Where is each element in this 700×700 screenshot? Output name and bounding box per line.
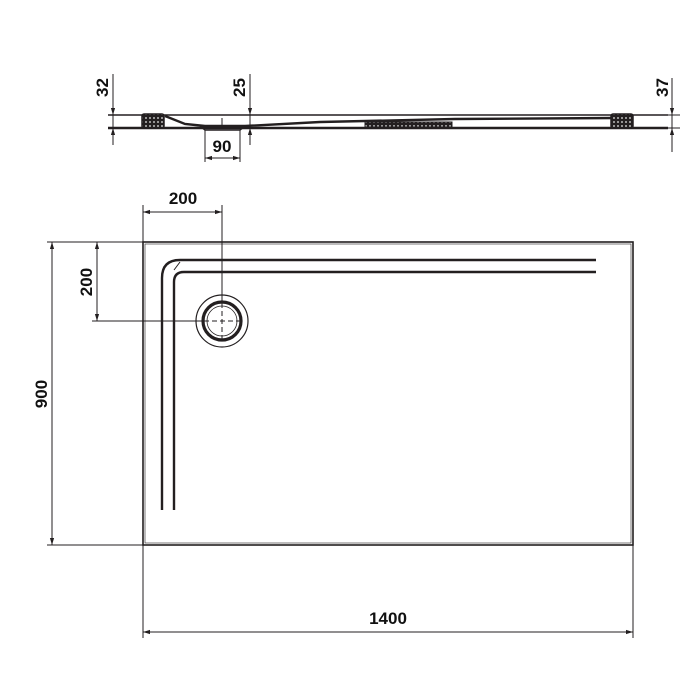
- channel-outer-line: [160, 258, 596, 510]
- tray-outline-inner: [144, 243, 632, 544]
- dim-1400-label: 1400: [369, 609, 407, 628]
- left-foot: [141, 113, 165, 129]
- tray-outline-outer: [142, 241, 634, 546]
- dim-200-x-label: 200: [169, 189, 197, 208]
- top-plan-view: 200 200 900 1400: [32, 189, 634, 638]
- dim-900-label: 900: [32, 380, 51, 408]
- side-section-view: 32 25 90 37: [93, 74, 680, 162]
- dim-32-label: 32: [93, 78, 112, 97]
- channel-inner-line: [172, 270, 596, 510]
- dim-25-label: 25: [230, 78, 249, 97]
- dim-200-y-label: 200: [77, 268, 96, 296]
- right-foot: [610, 113, 634, 129]
- center-reinforcement: [364, 121, 453, 128]
- waste-outlet: [199, 125, 246, 131]
- dim-90-label: 90: [213, 137, 232, 156]
- dim-37-label: 37: [653, 78, 672, 97]
